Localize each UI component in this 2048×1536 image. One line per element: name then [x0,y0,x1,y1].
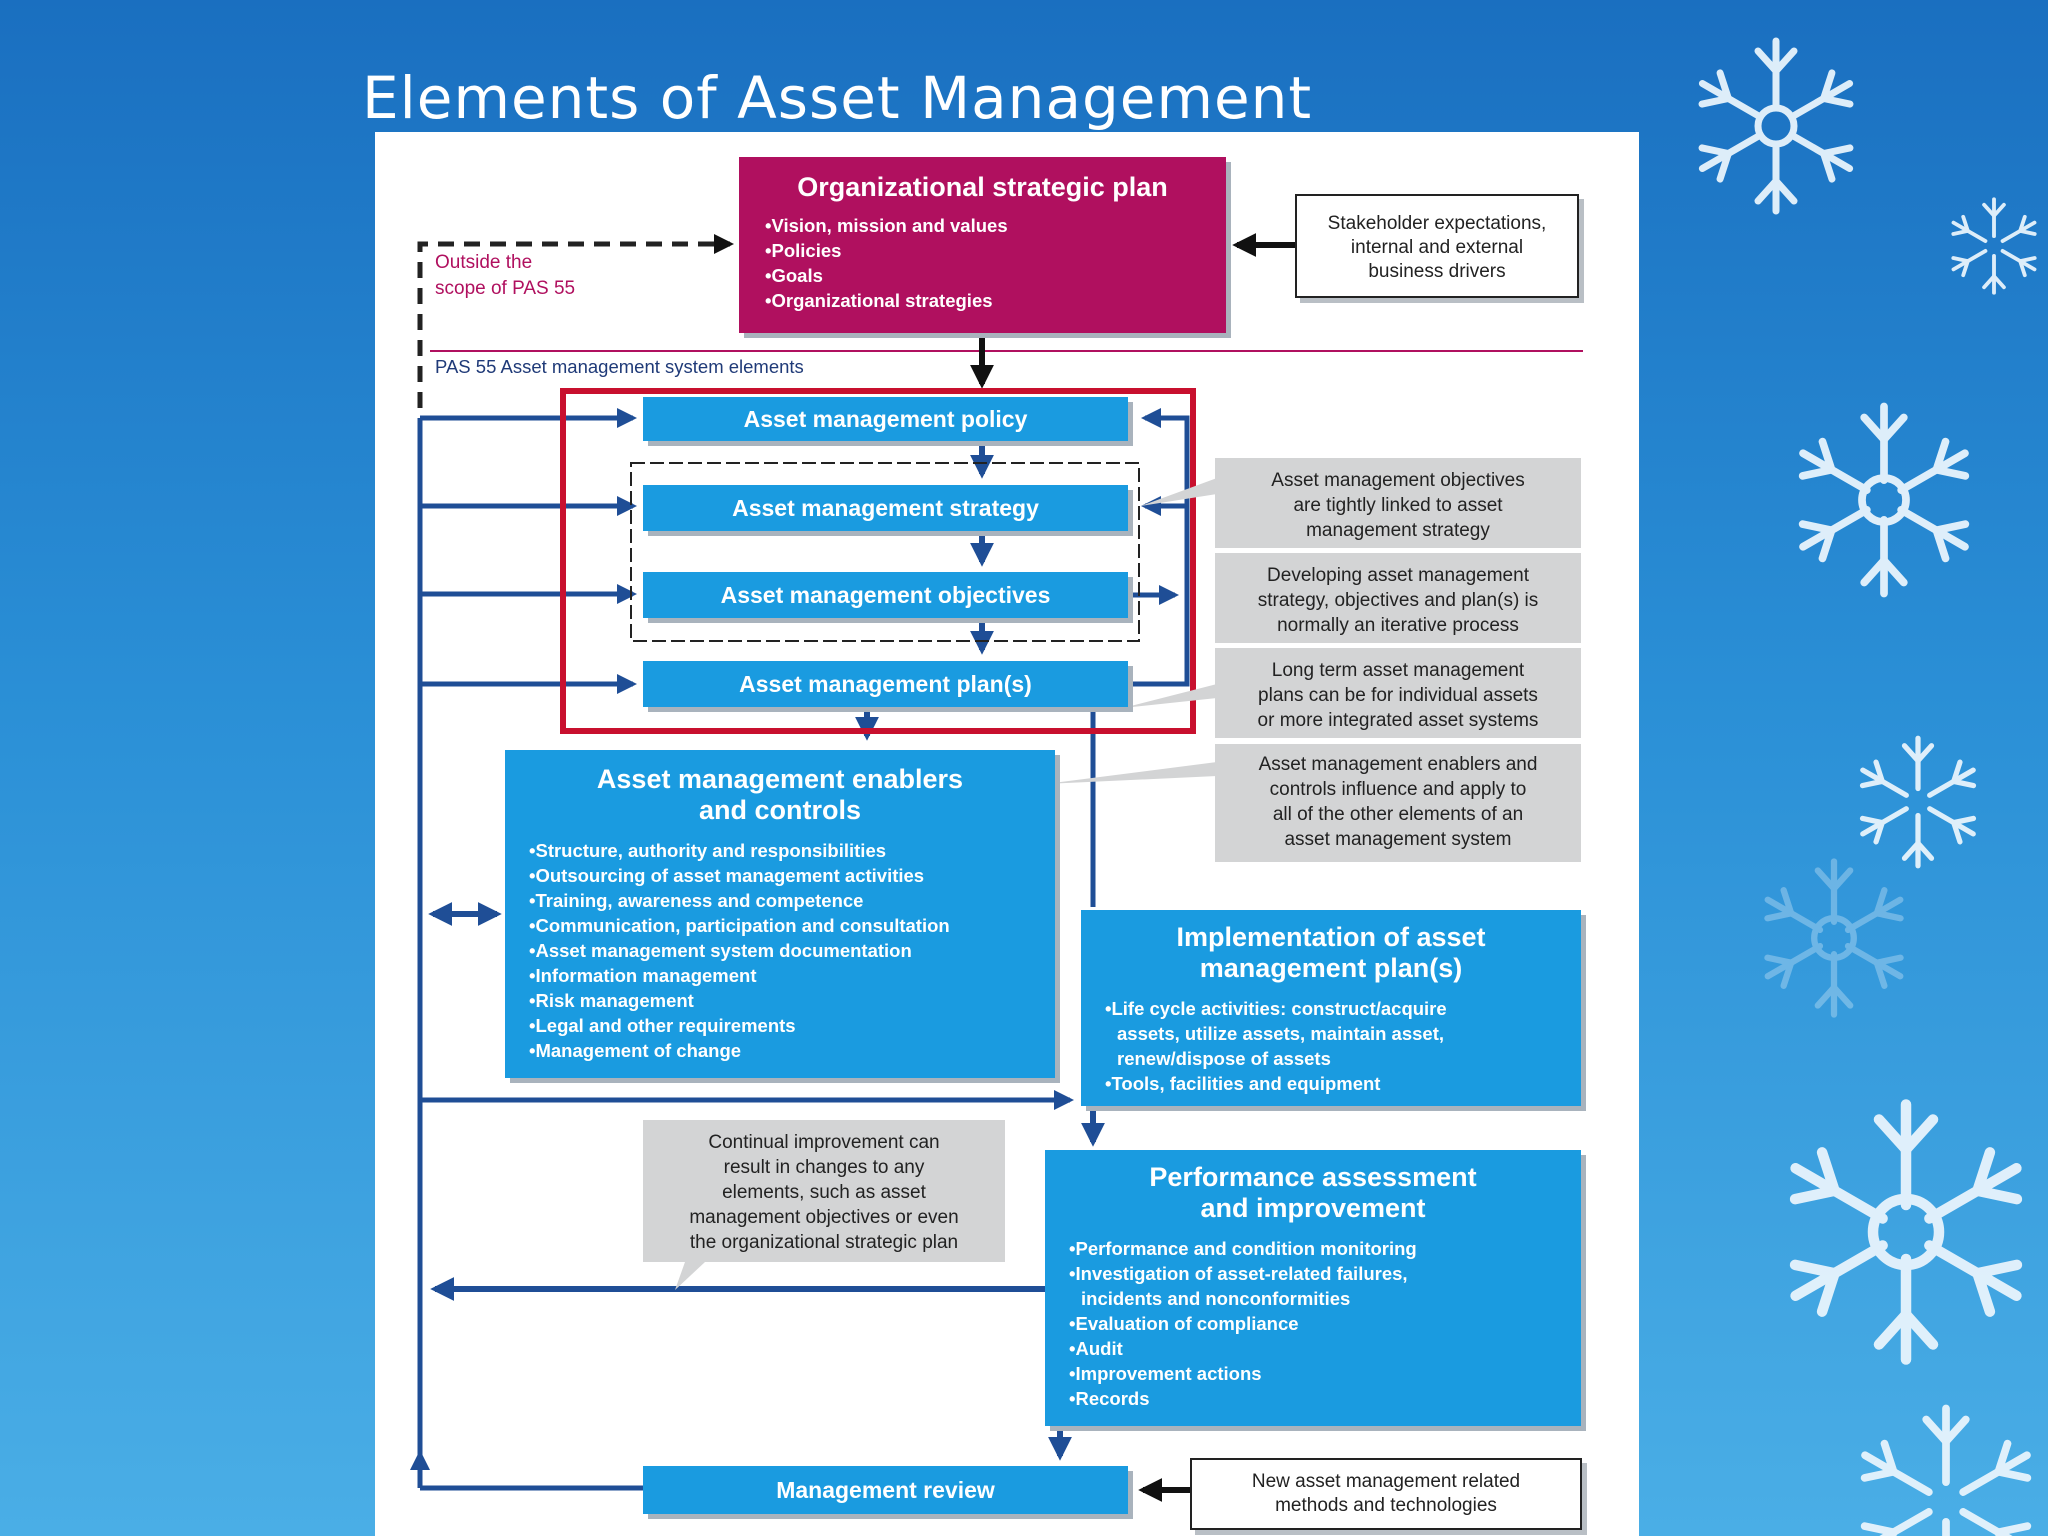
bullet: Organizational strategies [761,288,1204,313]
bullet: Improvement actions [1065,1361,1561,1386]
bullet: Vision, mission and values [761,213,1204,238]
pas55-label: PAS 55 Asset management system elements [435,356,804,377]
strategic-plan-bullets: Vision, mission and values Policies Goal… [761,213,1204,313]
diagram-connectors [410,233,1583,1502]
bullet: Outsourcing of asset management activiti… [525,863,1035,888]
management-review-box: Management review [643,1466,1128,1514]
bullet: Risk management [525,988,1035,1013]
bullet: Evaluation of compliance [1065,1311,1561,1336]
bullet: Tools, facilities and equipment [1101,1071,1561,1096]
strategy-box: Asset management strategy [643,485,1128,531]
bullet: Information management [525,963,1035,988]
outside-scope-label: Outside the scope of PAS 55 [435,252,576,299]
implementation-bullets: Life cycle activities: construct/acquire… [1101,996,1561,1096]
performance-box: Performance assessment and improvement P… [1045,1150,1581,1426]
bullet: Goals [761,263,1204,288]
bullet: Legal and other requirements [525,1013,1035,1038]
slide-title: Elements of Asset Management [362,64,1313,132]
enablers-bullets: Structure, authority and responsibilitie… [525,838,1035,1063]
bullet: Asset management system documentation [525,938,1035,963]
performance-bullets: Performance and condition monitoring Inv… [1065,1236,1561,1411]
bullet: Life cycle activities: construct/acquire… [1101,996,1561,1071]
highlight-frame [560,388,1196,734]
plans-box: Asset management plan(s) [643,661,1128,707]
stakeholder-note: Stakeholder expectations, internal and e… [1295,194,1579,298]
implementation-box: Implementation of asset management plan(… [1081,910,1581,1106]
bullet: Audit [1065,1336,1561,1361]
note-long-term: Long term asset management plans can be … [1215,648,1581,738]
diagram-panel: Organizational strategic plan Vision, mi… [375,132,1639,1536]
bullet: Performance and condition monitoring [1065,1236,1561,1261]
implementation-title: Implementation of asset management plan(… [1176,922,1486,983]
objectives-box: Asset management objectives [643,572,1128,618]
performance-title: Performance assessment and improvement [1149,1162,1477,1223]
note-iterative: Developing asset management strategy, ob… [1215,553,1581,643]
enablers-box: Asset management enablers and controls S… [505,750,1055,1078]
bullet: Management of change [525,1038,1035,1063]
iterative-frame [630,462,1140,642]
bullet: Investigation of asset-related failures,… [1065,1261,1561,1311]
policy-box: Asset management policy [643,397,1128,441]
note-enablers-influence: Asset management enablers and controls i… [1215,744,1581,862]
new-methods-note: New asset management related methods and… [1190,1458,1582,1530]
bullet: Structure, authority and responsibilitie… [525,838,1035,863]
bullet: Records [1065,1386,1561,1411]
bullet: Communication, participation and consult… [525,913,1035,938]
outside-scope-arrow [417,234,734,408]
note-objectives-linked: Asset management objectives are tightly … [1215,458,1581,548]
strategic-plan-title: Organizational strategic plan [797,172,1168,202]
strategic-plan-box: Organizational strategic plan Vision, mi… [739,157,1226,333]
note-continual-improvement: Continual improvement can result in chan… [643,1120,1005,1262]
bullet: Policies [761,238,1204,263]
bullet: Training, awareness and competence [525,888,1035,913]
enablers-title: Asset management enablers and controls [596,764,964,825]
